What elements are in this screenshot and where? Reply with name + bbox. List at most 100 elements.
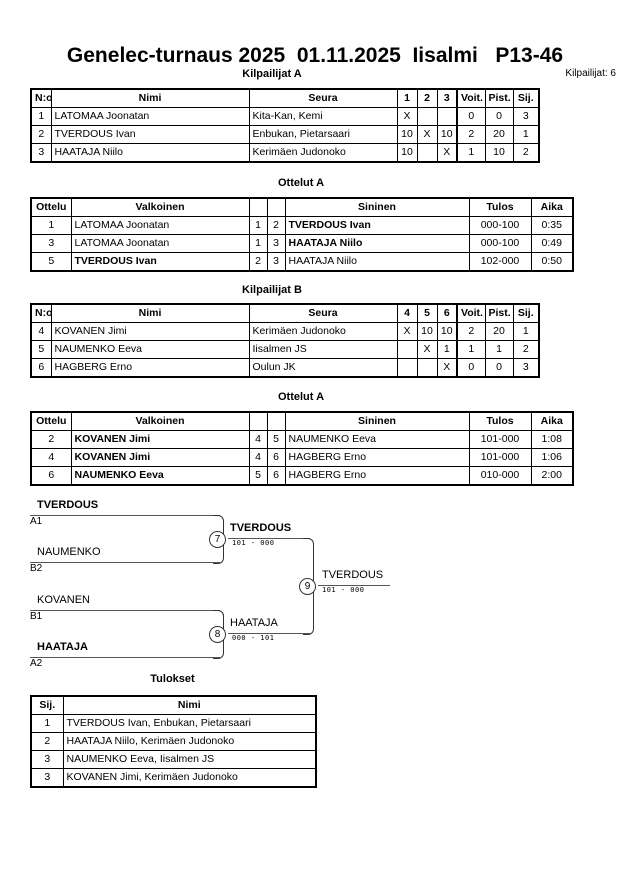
col-white-no: [248, 411, 268, 431]
cell-rank: 2: [512, 340, 540, 359]
matches-b-heading: Ottelut A: [277, 391, 325, 403]
cell-m6: 10: [436, 322, 458, 341]
cell-name: LATOMAA Joonatan: [50, 107, 250, 126]
table-row: 3 NAUMENKO Eeva, Iisalmen JS: [30, 750, 317, 769]
bracket-entry-seed: B2: [30, 563, 43, 574]
table-row: 5 TVERDOUS Ivan 2 3 HAATAJA Niilo 102-00…: [30, 252, 574, 272]
table-row: 6 HAGBERG Erno Oulun JK X 0 0 3: [30, 358, 540, 378]
cell-match: 5: [30, 252, 72, 272]
col-rank: Sij.: [512, 88, 540, 108]
col-time: Aika: [530, 411, 574, 431]
col-blue: Sininen: [284, 411, 470, 431]
cell-result: 101-000: [468, 430, 532, 449]
pool-a-table: N:o Nimi Seura 1 2 3 Voit. Pist. Sij. 1 …: [30, 88, 540, 163]
cell-white-no: 1: [248, 216, 268, 235]
cell-result: 000-100: [468, 216, 532, 235]
cell-m3: 10: [436, 125, 458, 144]
cell-rank: 1: [512, 125, 540, 144]
cell-white-no: 4: [248, 448, 268, 467]
cell-blue-no: 3: [266, 234, 286, 253]
col-match: Ottelu: [30, 411, 72, 431]
table-row: 3 LATOMAA Joonatan 1 3 HAATAJA Niilo 000…: [30, 234, 574, 253]
cell-rank: 3: [512, 358, 540, 378]
cell-name: KOVANEN Jimi, Kerimäen Judonoko: [62, 768, 317, 788]
cell-blue-no: 6: [266, 466, 286, 486]
cell-blue: HAATAJA Niilo: [284, 252, 470, 272]
cell-m6: 1: [436, 340, 458, 359]
cell-match: 4: [30, 448, 72, 467]
col-time: Aika: [530, 197, 574, 217]
col-m1: 1: [396, 88, 418, 108]
cell-result: 000-100: [468, 234, 532, 253]
cell-rank: 3: [512, 107, 540, 126]
col-no: N:o: [30, 88, 52, 108]
col-white: Valkoinen: [70, 197, 250, 217]
bracket-entry-line: [30, 515, 220, 516]
table-header-row: N:o Nimi Seura 4 5 6 Voit. Pist. Sij.: [30, 303, 540, 323]
bracket-entry-line: [30, 562, 220, 563]
bracket-match-number: 8: [209, 626, 226, 643]
table-header-row: Ottelu Valkoinen Sininen Tulos Aika: [30, 411, 574, 431]
cell-club: Iisalmen JS: [248, 340, 398, 359]
cell-white-no: 5: [248, 466, 268, 486]
table-header-row: Sij. Nimi: [30, 695, 317, 715]
col-rank: Sij.: [30, 695, 64, 715]
cell-wins: 1: [456, 143, 486, 163]
cell-rank: 1: [512, 322, 540, 341]
bracket-final-score: 101 - 000: [322, 586, 365, 594]
cell-points: 20: [484, 125, 514, 144]
cell-white-no: 4: [248, 430, 268, 449]
cell-m3: [436, 107, 458, 126]
cell-points: 20: [484, 322, 514, 341]
col-m3: 3: [436, 88, 458, 108]
cell-blue: HAGBERG Erno: [284, 466, 470, 486]
col-blue-no: [266, 197, 286, 217]
table-row: 1 LATOMAA Joonatan Kita-Kan, Kemi X 0 0 …: [30, 107, 540, 126]
cell-white: TVERDOUS Ivan: [70, 252, 250, 272]
col-club: Seura: [248, 88, 398, 108]
cell-match: 3: [30, 234, 72, 253]
cell-m1: 10: [396, 143, 418, 163]
table-row: 4 KOVANEN Jimi Kerimäen Judonoko X 10 10…: [30, 322, 540, 341]
cell-m4: X: [396, 322, 418, 341]
col-white-no: [248, 197, 268, 217]
cell-m1: X: [396, 107, 418, 126]
table-row: 2 HAATAJA Niilo, Kerimäen Judonoko: [30, 732, 317, 751]
bracket-semifinal-winner: HAATAJA: [230, 617, 278, 629]
bracket-final-number: 9: [299, 578, 316, 595]
cell-m5: 10: [416, 322, 438, 341]
col-wins: Voit.: [456, 88, 486, 108]
cell-blue-no: 3: [266, 252, 286, 272]
cell-white-no: 1: [248, 234, 268, 253]
bracket-entry-seed: A2: [30, 658, 43, 669]
cell-m2: [416, 143, 438, 163]
cell-rank: 3: [30, 768, 64, 788]
bracket-entry-name: KOVANEN: [37, 594, 90, 606]
col-result: Tulos: [468, 411, 532, 431]
cell-name: TVERDOUS Ivan: [50, 125, 250, 144]
col-blue: Sininen: [284, 197, 470, 217]
cell-m6: X: [436, 358, 458, 378]
cell-white: NAUMENKO Eeva: [70, 466, 250, 486]
cell-result: 010-000: [468, 466, 532, 486]
cell-rank: 3: [30, 750, 64, 769]
bracket-entry-seed: A1: [30, 516, 43, 527]
cell-time: 0:50: [530, 252, 574, 272]
cell-time: 0:35: [530, 216, 574, 235]
cell-blue-no: 6: [266, 448, 286, 467]
col-m5: 5: [416, 303, 438, 323]
cell-m4: [396, 340, 418, 359]
table-row: 2 TVERDOUS Ivan Enbukan, Pietarsaari 10 …: [30, 125, 540, 144]
cell-no: 5: [30, 340, 52, 359]
cell-name: HAATAJA Niilo, Kerimäen Judonoko: [62, 732, 317, 751]
competitors-count: Kilpailijat: 6: [565, 68, 616, 79]
cell-white: KOVANEN Jimi: [70, 448, 250, 467]
bracket-entry-line: [30, 657, 220, 658]
cell-m1: 10: [396, 125, 418, 144]
table-row: 2 KOVANEN Jimi 4 5 NAUMENKO Eeva 101-000…: [30, 430, 574, 449]
bracket-semifinal-line: [228, 633, 310, 634]
cell-club: Kita-Kan, Kemi: [248, 107, 398, 126]
cell-points: 1: [484, 340, 514, 359]
pool-b-table: N:o Nimi Seura 4 5 6 Voit. Pist. Sij. 4 …: [30, 303, 540, 378]
